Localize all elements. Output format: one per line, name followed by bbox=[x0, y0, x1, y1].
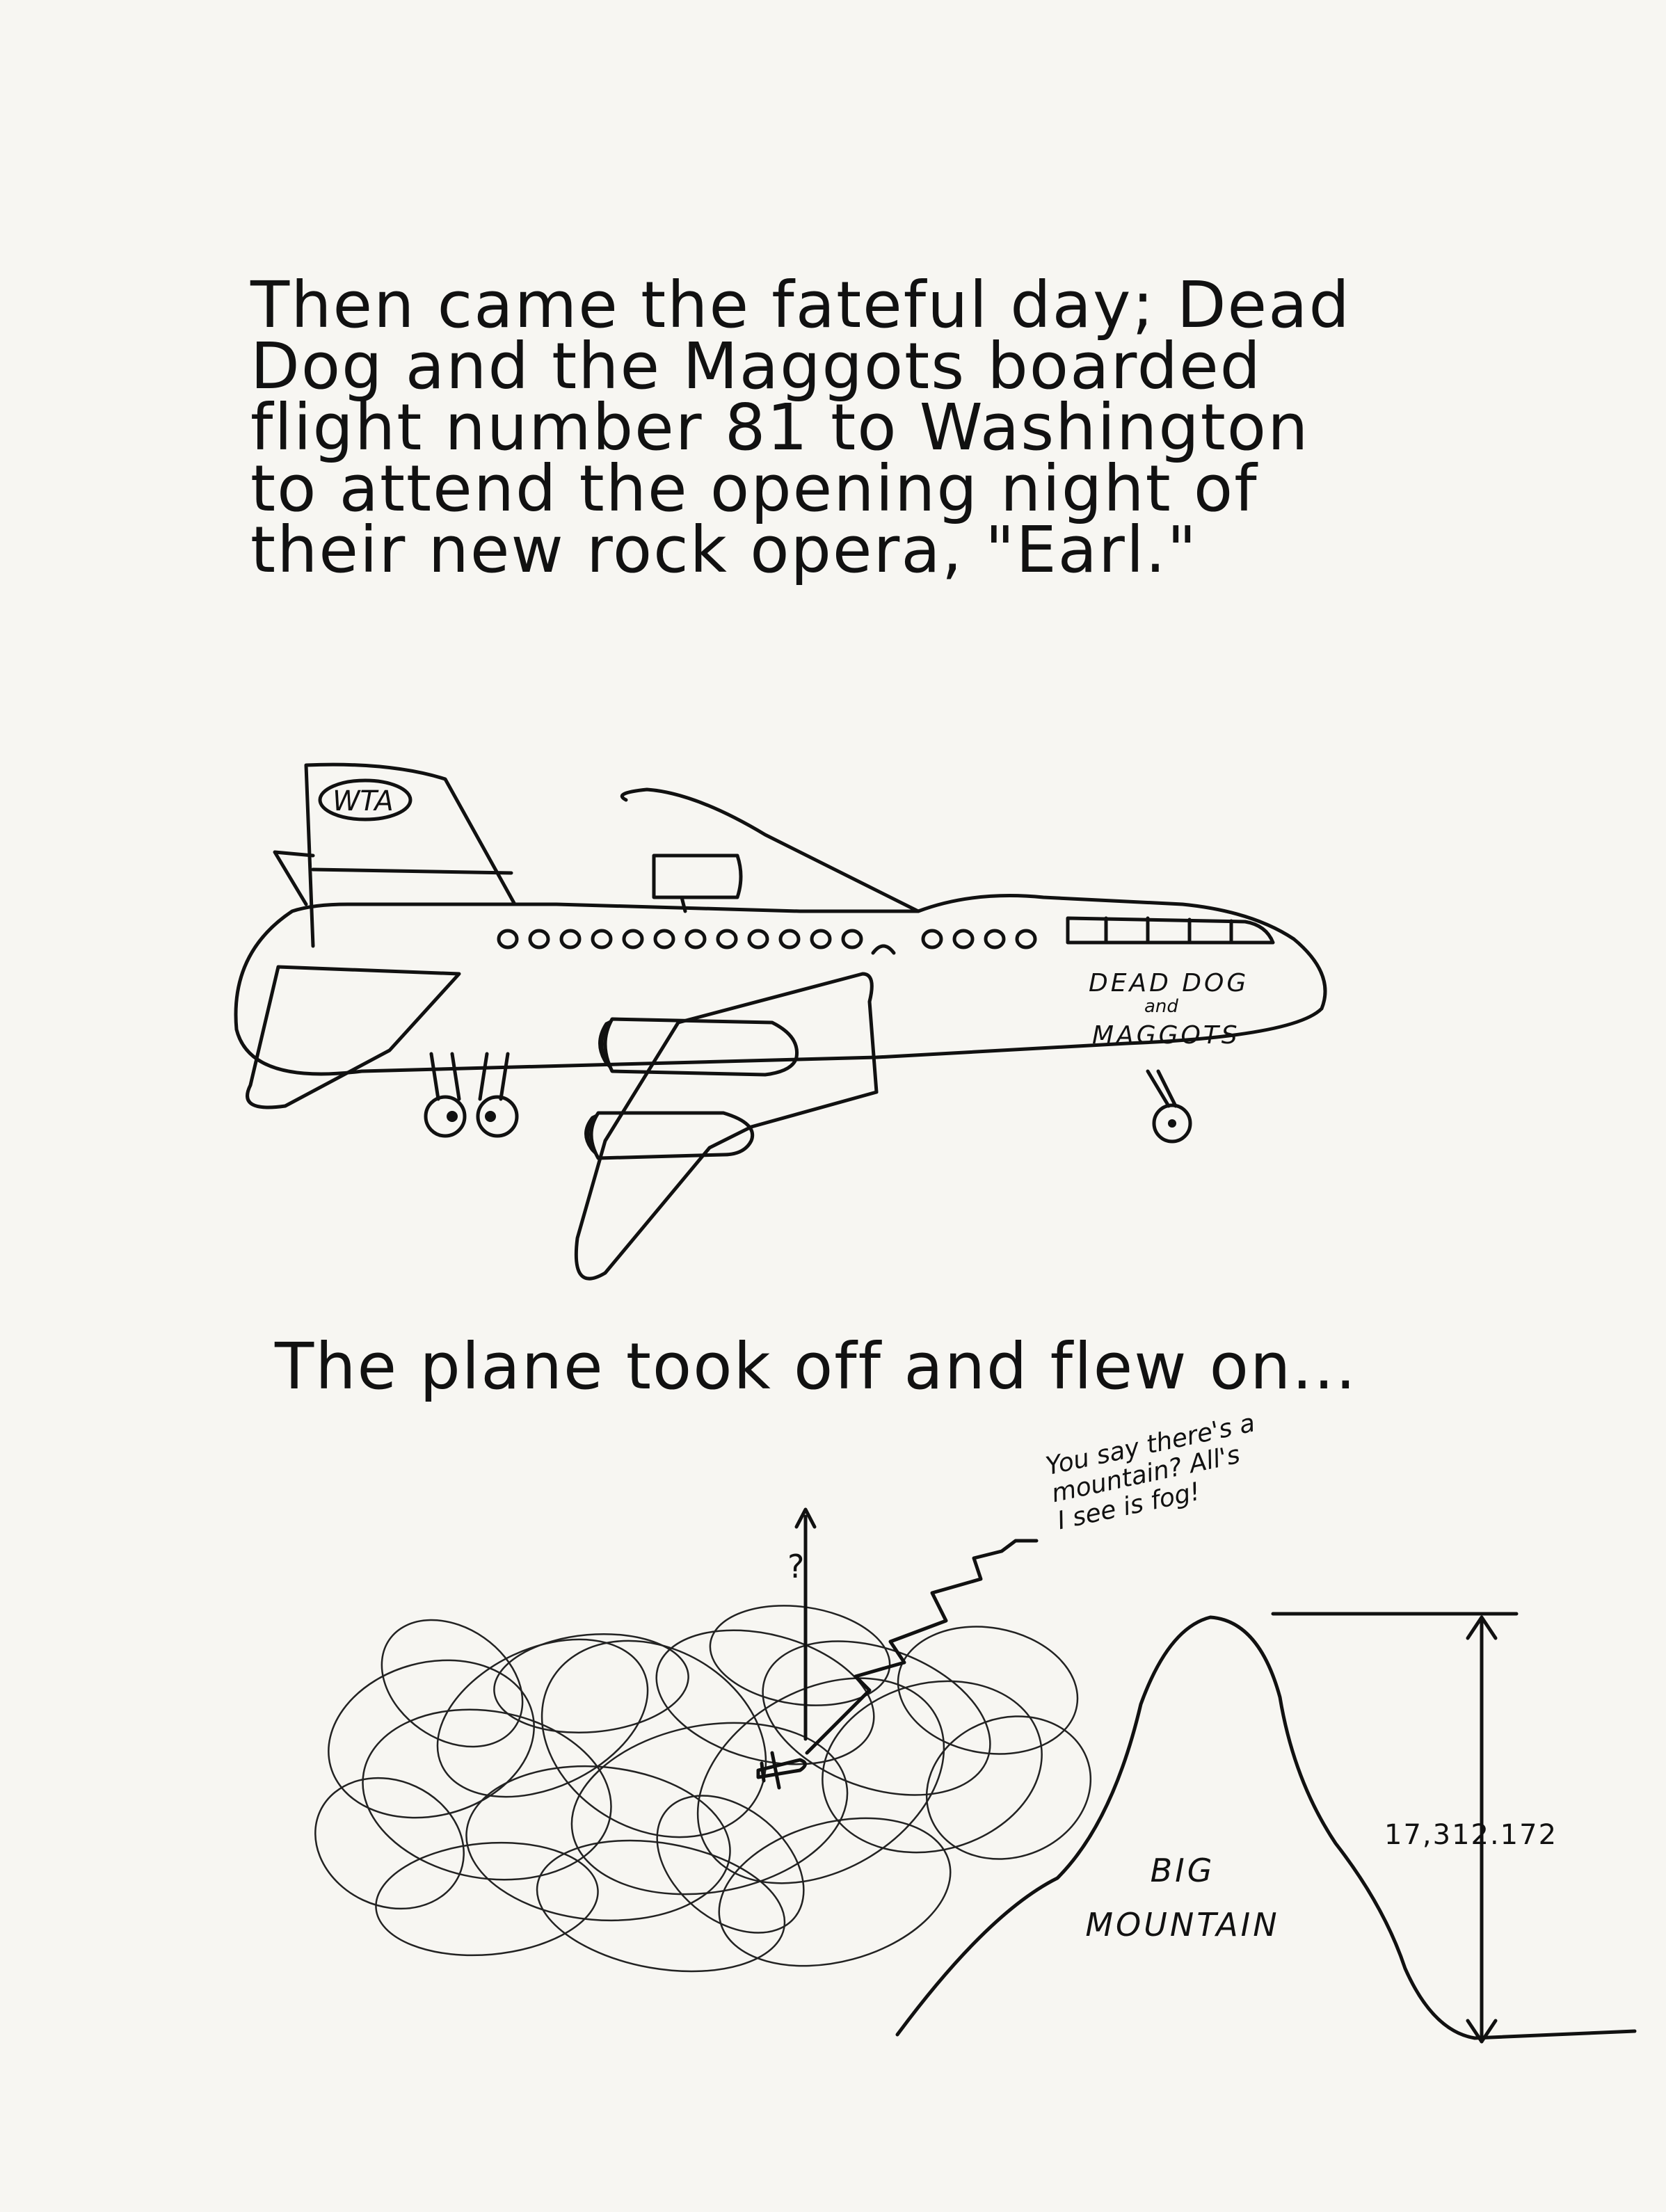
mountain-label: BIG MOUNTAIN bbox=[1085, 1852, 1280, 1943]
engine-lower bbox=[589, 1111, 754, 1160]
rear-landing-gear bbox=[424, 1052, 519, 1138]
nose-landing-gear bbox=[1146, 1069, 1192, 1144]
height-arrow-down-icon bbox=[1466, 2019, 1498, 2044]
top-engine-pylon bbox=[680, 895, 687, 913]
tail-logo-ellipse bbox=[318, 778, 413, 822]
front-wing bbox=[574, 972, 879, 1281]
top-wing bbox=[620, 787, 920, 913]
window-row bbox=[497, 929, 1037, 955]
fuselage-text-line-1: DEAD DOG bbox=[1089, 969, 1249, 997]
stabilizer bbox=[273, 850, 315, 906]
top-engine bbox=[652, 853, 743, 899]
fuselage-text-line-2: and bbox=[1144, 996, 1178, 1017]
mountain-height-label: 17,312.172 bbox=[1384, 1819, 1558, 1851]
cockpit-windows bbox=[1066, 916, 1275, 945]
mountain-outline bbox=[895, 1615, 1637, 2040]
speech-zigzag bbox=[805, 1539, 1039, 1755]
stabilizer-line bbox=[311, 867, 513, 875]
narration-bottom: The plane took off and flew on... bbox=[275, 1329, 1358, 1404]
fuselage-text-line-3: MAGGOTS bbox=[1092, 1021, 1240, 1050]
narration-top: Then came the fateful day; Dead Dog and … bbox=[250, 268, 1351, 587]
height-arrow-up-icon bbox=[1466, 1615, 1498, 1640]
tail-logo-text: WTA bbox=[333, 785, 394, 817]
rear-wing bbox=[246, 965, 461, 1109]
engine-upper bbox=[603, 1017, 799, 1077]
question-mark: ? bbox=[787, 1548, 805, 1585]
tiny-plane-icon bbox=[756, 1751, 807, 1790]
fog-scribble bbox=[314, 1605, 1092, 1973]
tail-fin bbox=[304, 762, 517, 948]
up-arrow-head-icon bbox=[794, 1507, 817, 1529]
fuselage bbox=[234, 894, 1327, 1076]
